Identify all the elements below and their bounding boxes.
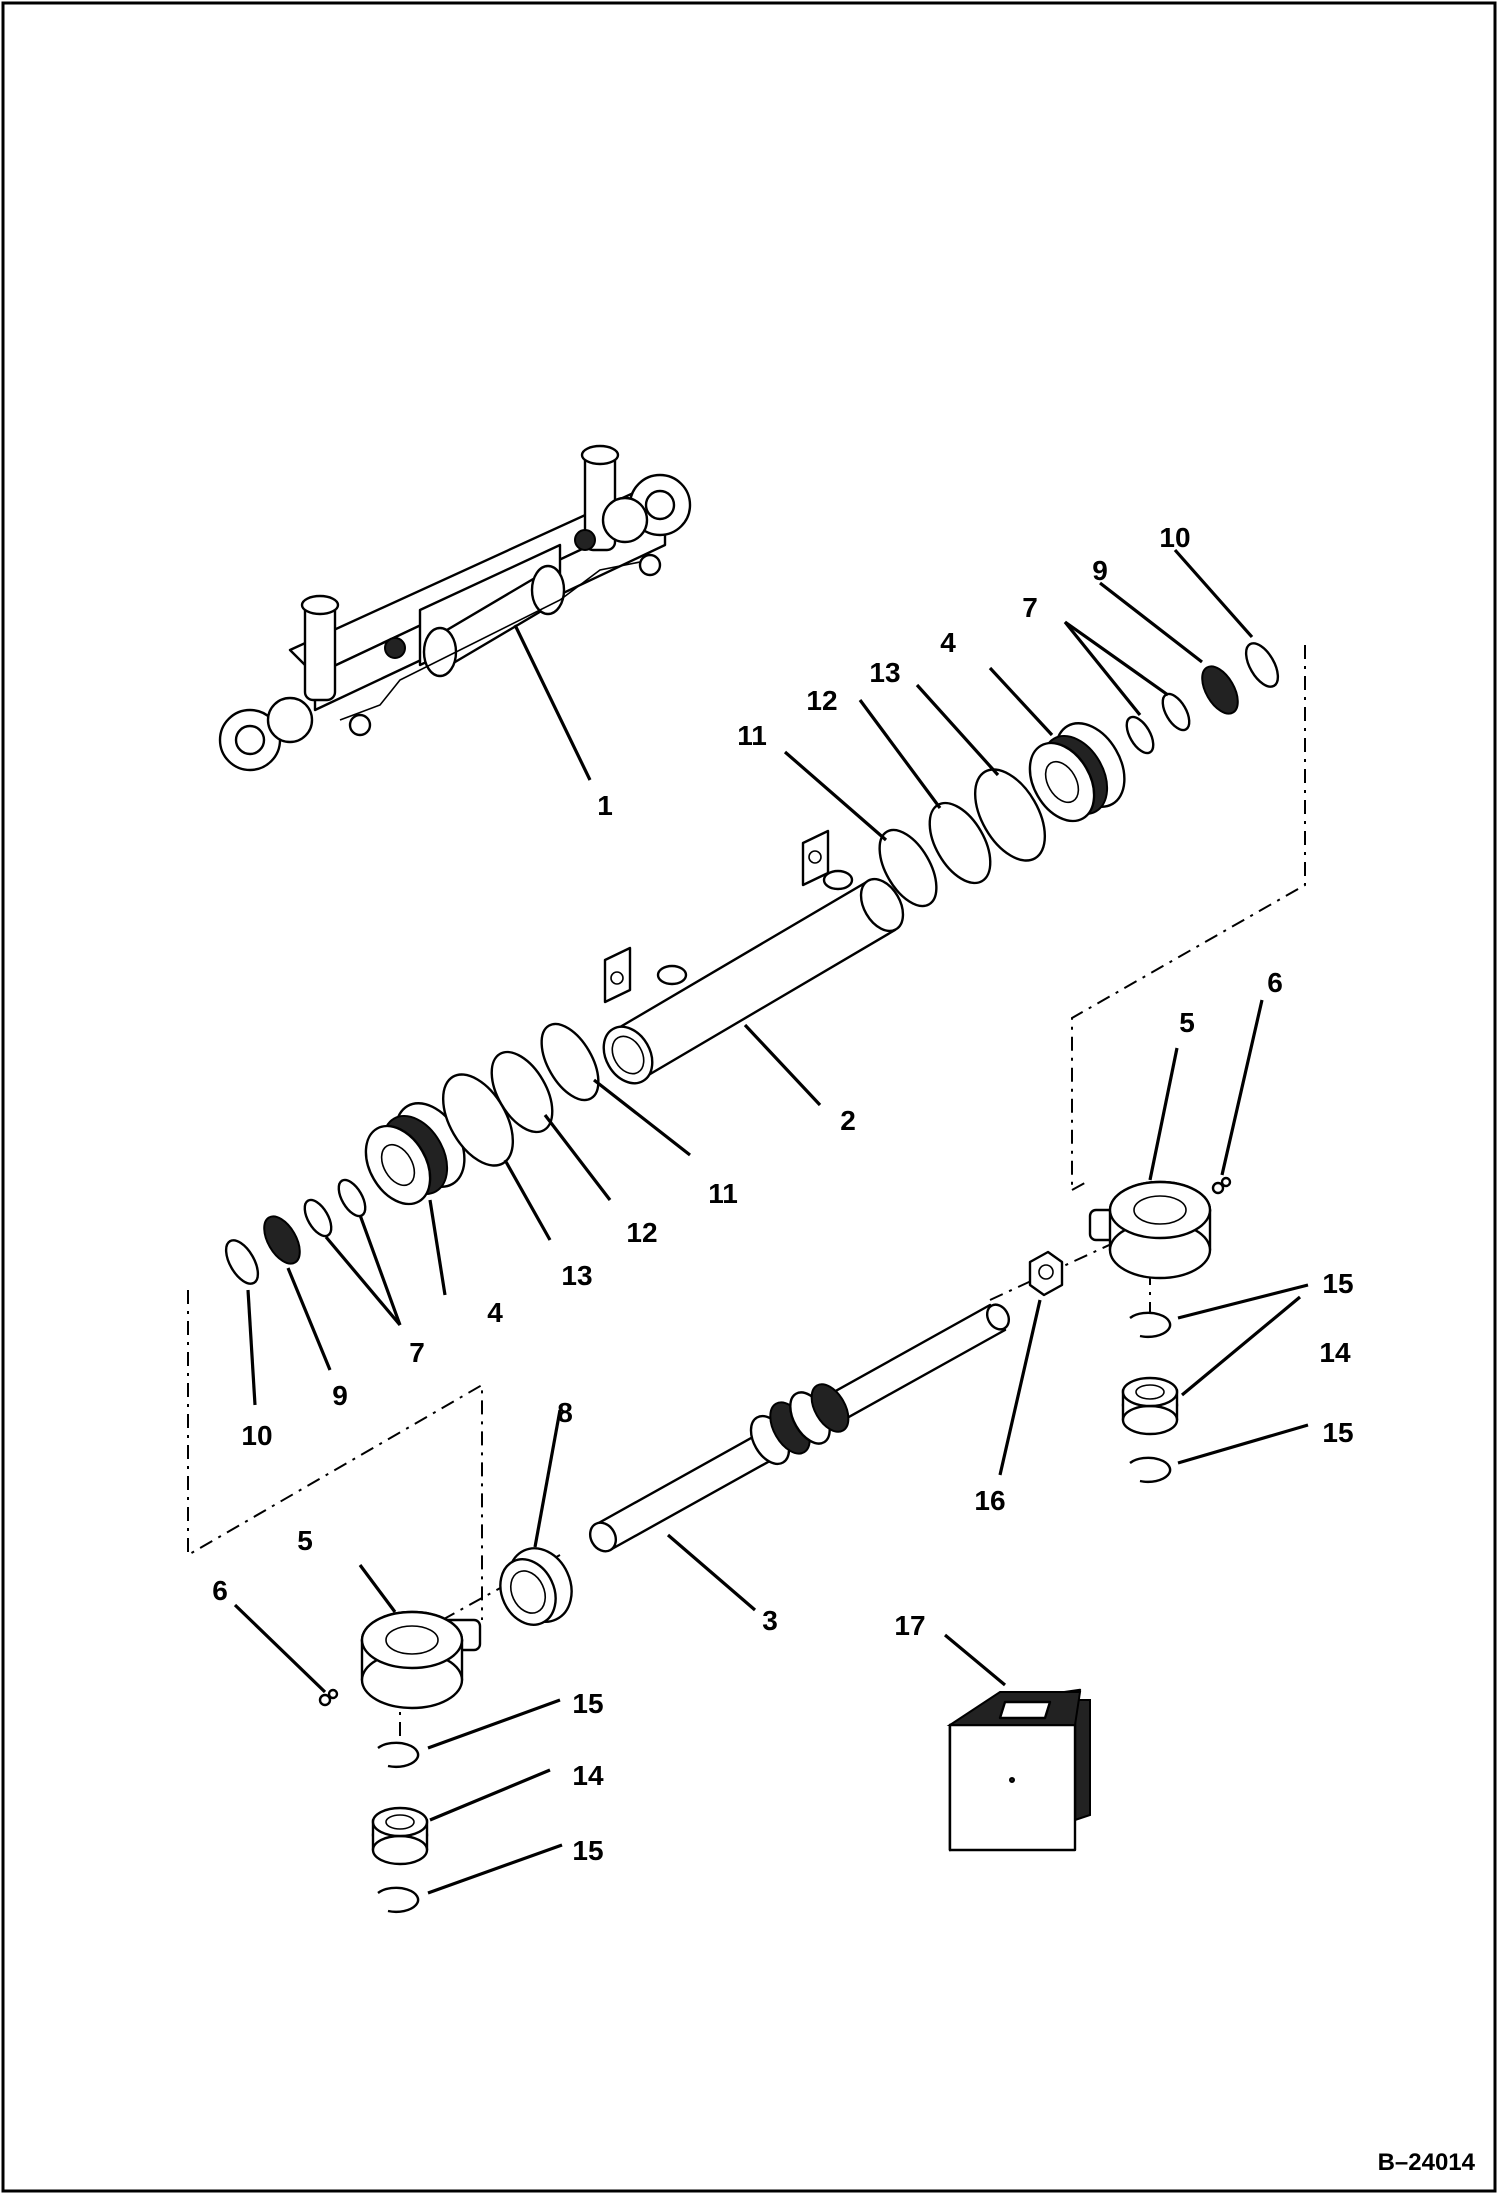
callout-6: 6	[212, 1575, 228, 1606]
callout-15: 15	[572, 1688, 603, 1719]
nut-part	[1028, 1250, 1064, 1297]
callout-1: 1	[597, 790, 613, 821]
callout-15: 15	[1322, 1417, 1353, 1448]
bearing-left-part	[371, 1741, 429, 1914]
callout-5: 5	[1179, 1007, 1195, 1038]
bearing-right-part	[1121, 1311, 1179, 1484]
figure-id-label: B–24014	[1378, 2149, 1476, 2176]
gland-right-part	[1028, 722, 1126, 823]
callout-9: 9	[1092, 555, 1108, 586]
callout-4: 4	[487, 1297, 503, 1328]
callout-10: 10	[1159, 522, 1190, 553]
seal-rings-left	[224, 1022, 600, 1285]
rod-eye-right-part	[1088, 1180, 1212, 1280]
callout-8: 8	[557, 1397, 573, 1428]
callout-3: 3	[762, 1605, 778, 1636]
callout-9: 9	[332, 1380, 348, 1411]
gland-left-part	[364, 1102, 466, 1206]
grease-fitting-parts	[318, 1176, 1232, 1707]
rod-eye-left-part	[360, 1610, 482, 1710]
callout-15: 15	[1322, 1268, 1353, 1299]
piston-rod-part	[588, 1303, 1011, 1553]
seal-rings-right	[878, 642, 1280, 908]
callout-5: 5	[297, 1525, 313, 1556]
cylinder-barrel-part	[602, 829, 905, 1085]
callout-7: 7	[1022, 592, 1038, 623]
callout-16: 16	[974, 1485, 1005, 1516]
callout-4: 4	[940, 627, 956, 658]
callout-2: 2	[840, 1105, 856, 1136]
bushing-part	[499, 1547, 573, 1626]
callout-7: 7	[409, 1337, 425, 1368]
seal-kit-box-part	[946, 1688, 1091, 1852]
callout-leaders	[233, 548, 1309, 1895]
callout-10: 10	[241, 1420, 272, 1451]
callout-12: 12	[626, 1217, 657, 1248]
callout-6: 6	[1267, 967, 1283, 998]
callout-14: 14	[572, 1760, 604, 1791]
callout-13: 13	[869, 657, 900, 688]
axle-assembly-part	[218, 444, 692, 772]
callout-numbers: 1 2 3 4 4 5 5 6 6 7 7 8 9 9 10 10 11 11 …	[212, 522, 1353, 1866]
callout-13: 13	[561, 1260, 592, 1291]
callout-12: 12	[806, 685, 837, 716]
callout-11: 11	[708, 1178, 738, 1209]
callout-14: 14	[1319, 1337, 1351, 1368]
callout-11: 11	[737, 720, 767, 751]
callout-17: 17	[894, 1610, 925, 1641]
callout-15: 15	[572, 1835, 603, 1866]
